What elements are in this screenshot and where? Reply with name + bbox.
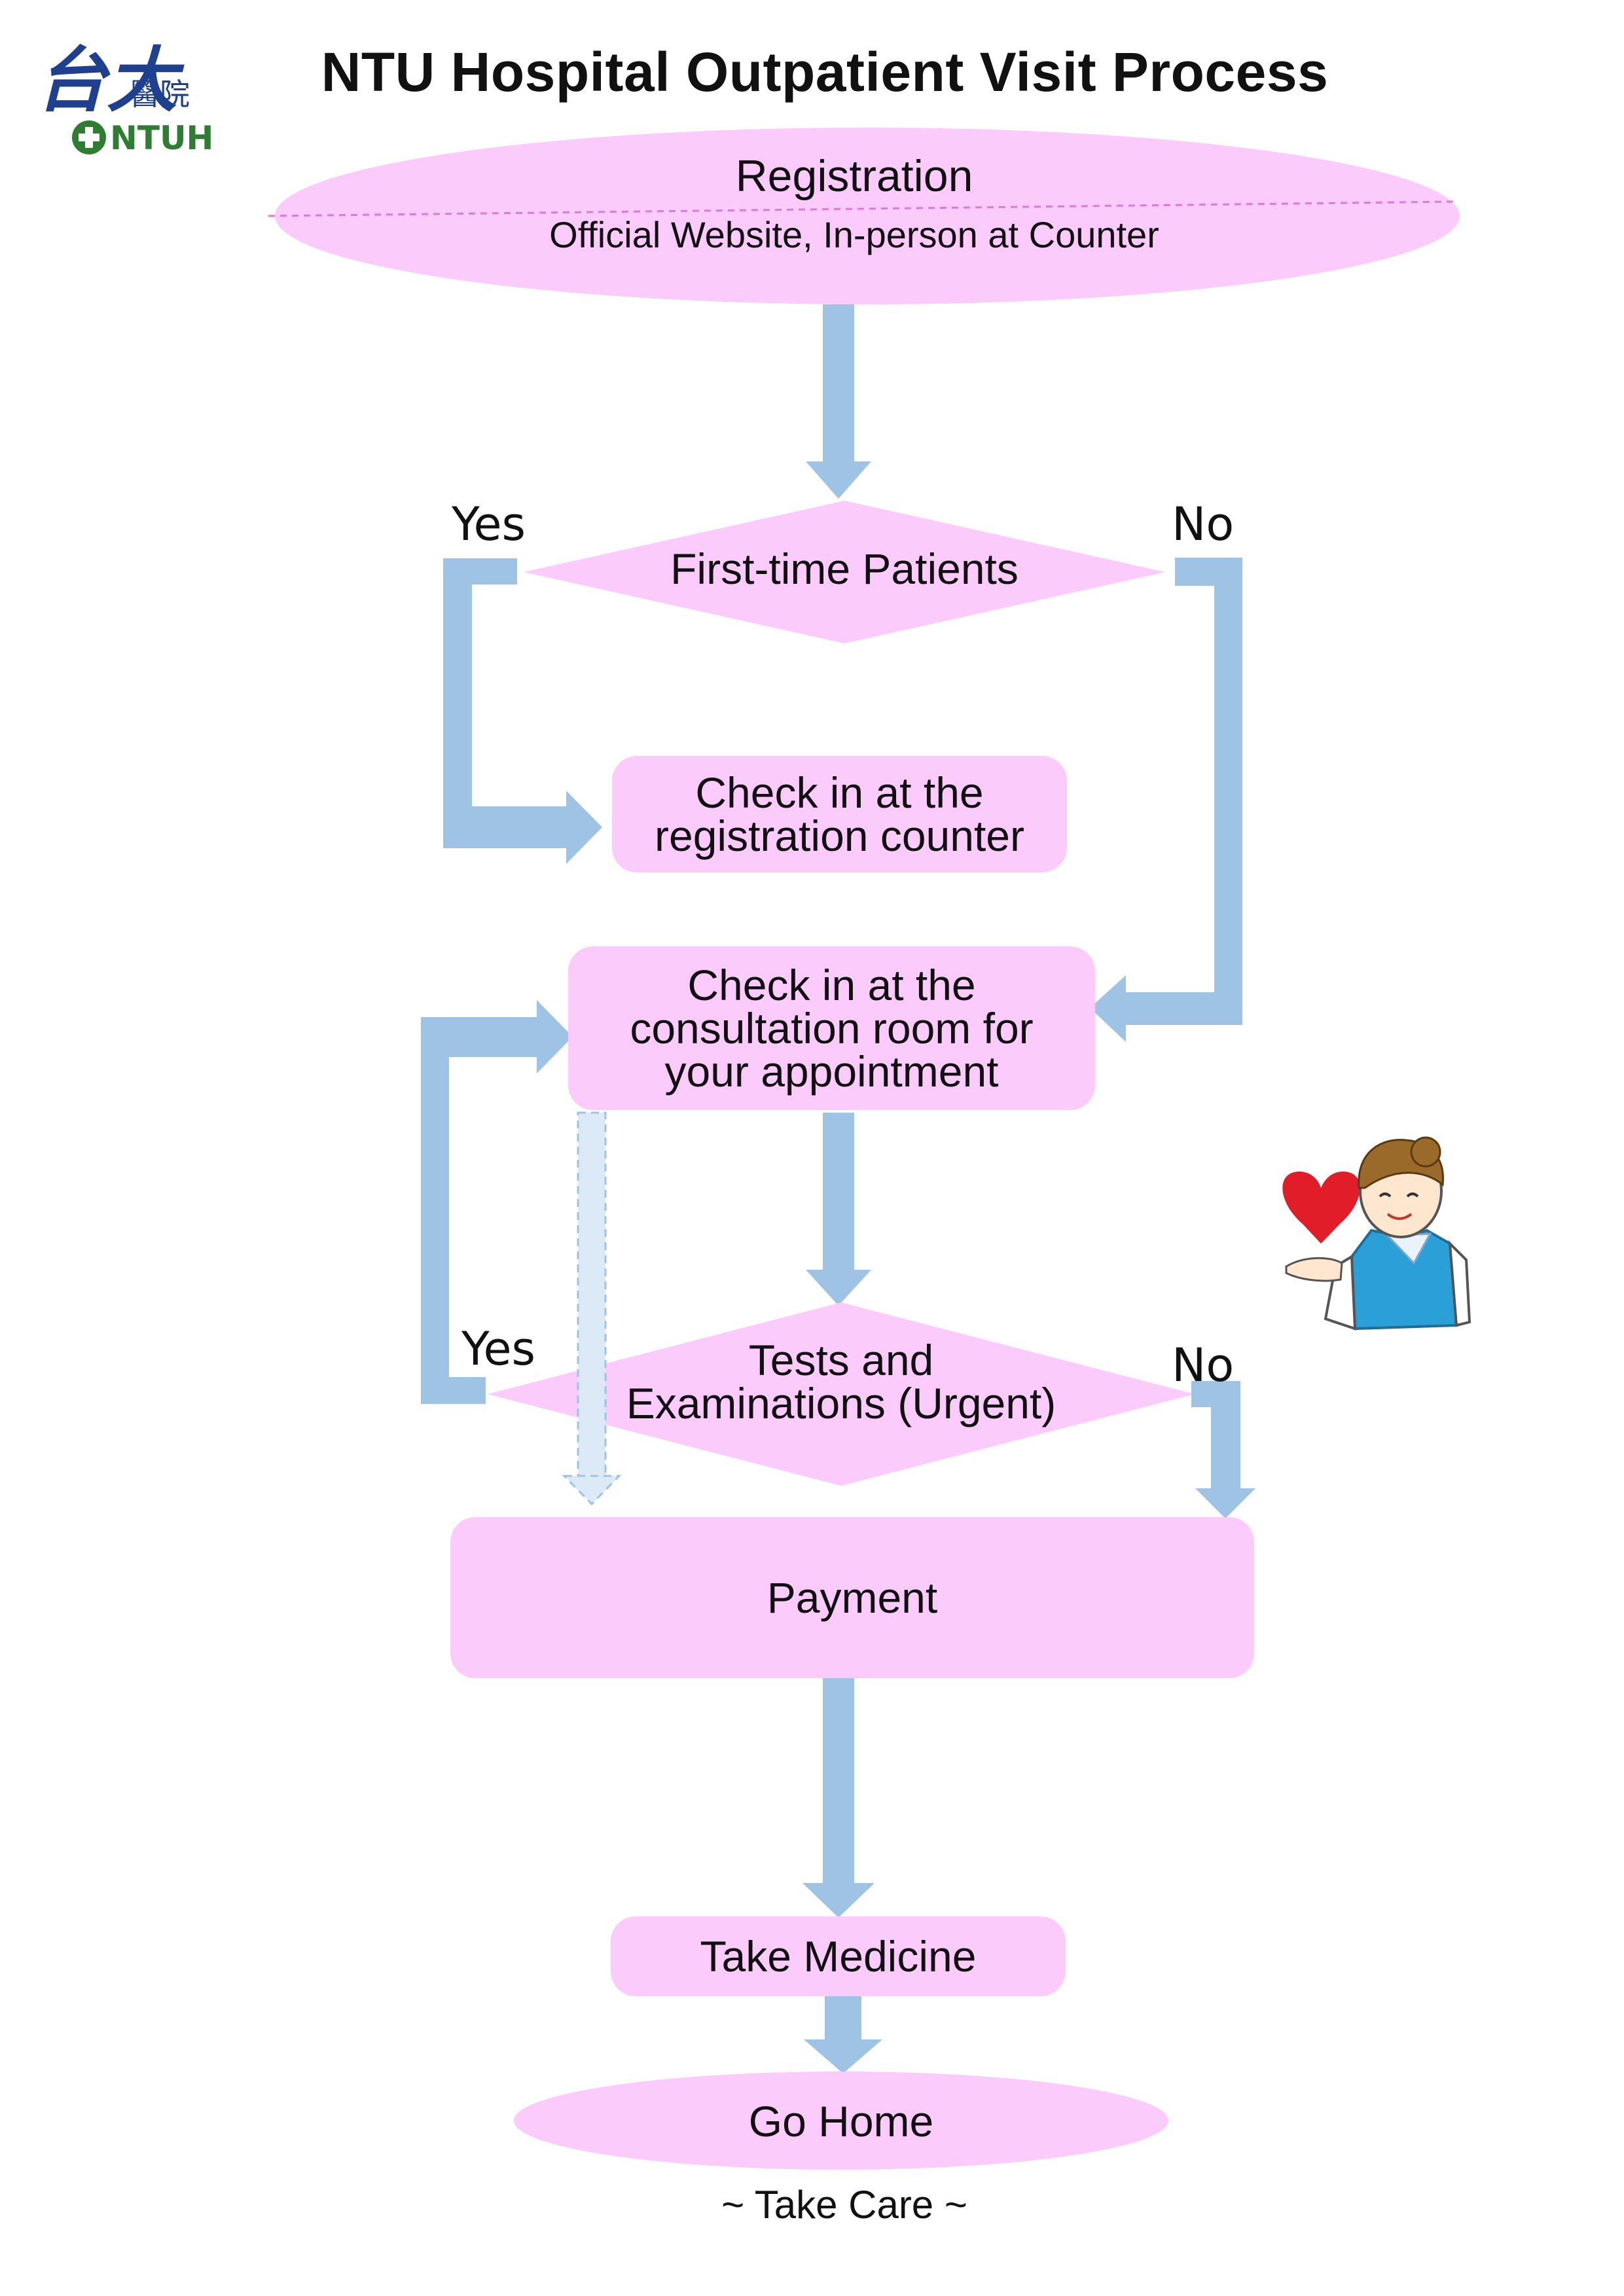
arrow-first-time-yes [443, 558, 602, 864]
arrow-payment-to-medicine [803, 1677, 875, 1918]
arrow-tests-yes [421, 1000, 573, 1404]
logo-mark: 台大 [36, 39, 185, 122]
first-time-label: First-time Patients [670, 545, 1019, 593]
arrow-consultation-to-tests [806, 1113, 871, 1306]
arrow-tests-no [1191, 1381, 1255, 1518]
registration-counter-line2: registration counter [655, 812, 1024, 860]
registration-divider [268, 200, 1457, 217]
registration-sub: Official Website, In-person at Counter [549, 214, 1159, 255]
tests-no-label: No [1172, 1338, 1235, 1392]
registration-pill [275, 128, 1460, 304]
ntuh-logo: 台大 醫院 NTUH [36, 39, 213, 157]
consultation-line2: consultation room for [630, 1004, 1034, 1052]
page-title: NTU Hospital Outpatient Visit Process [321, 41, 1329, 103]
tests-diamond [488, 1302, 1195, 1486]
registration-counter-line1: Check in at the [695, 768, 984, 817]
consultation-line1: Check in at the [687, 961, 976, 1009]
nurse-vest [1350, 1229, 1458, 1331]
arrow-medicine-to-home [804, 1995, 882, 2073]
go-home-pill [514, 2072, 1168, 2170]
consultation-line3: your appointment [664, 1047, 999, 1096]
take-medicine-box: Take Medicine [611, 1916, 1066, 1996]
registration-label: Registration [735, 151, 973, 201]
go-home-label: Go Home [748, 2097, 934, 2145]
tests-line2: Examinations (Urgent) [626, 1379, 1056, 1427]
tests-yes-label: Yes [461, 1322, 535, 1376]
first-time-no-label: No [1172, 497, 1235, 551]
arrow-consultation-to-payment-dashed [562, 1111, 622, 1506]
arrow-registration-to-first-time [806, 304, 871, 499]
tests-line1: Tests and [748, 1336, 934, 1384]
payment-label: Payment [767, 1573, 938, 1622]
logo-chinese-text: 醫院 [130, 77, 190, 112]
consultation-room-box: Check in at the consultation room for yo… [568, 946, 1095, 1110]
tests-label: Tests and Examinations (Urgent) [579, 1338, 1103, 1425]
first-time-yes-label: Yes [452, 497, 526, 551]
registration-counter-box: Check in at the registration counter [612, 756, 1067, 872]
payment-box: Payment [450, 1517, 1254, 1678]
logo-brand: NTUH [110, 119, 213, 157]
nurse-illustration [1282, 1136, 1471, 1331]
logo-cross-h [79, 134, 99, 141]
heart-icon [1282, 1172, 1360, 1244]
take-medicine-label: Take Medicine [700, 1932, 977, 1981]
footer-take-care: ~ Take Care ~ [721, 2183, 967, 2227]
first-time-diamond [524, 501, 1165, 643]
arrow-first-time-no [1090, 558, 1242, 1042]
